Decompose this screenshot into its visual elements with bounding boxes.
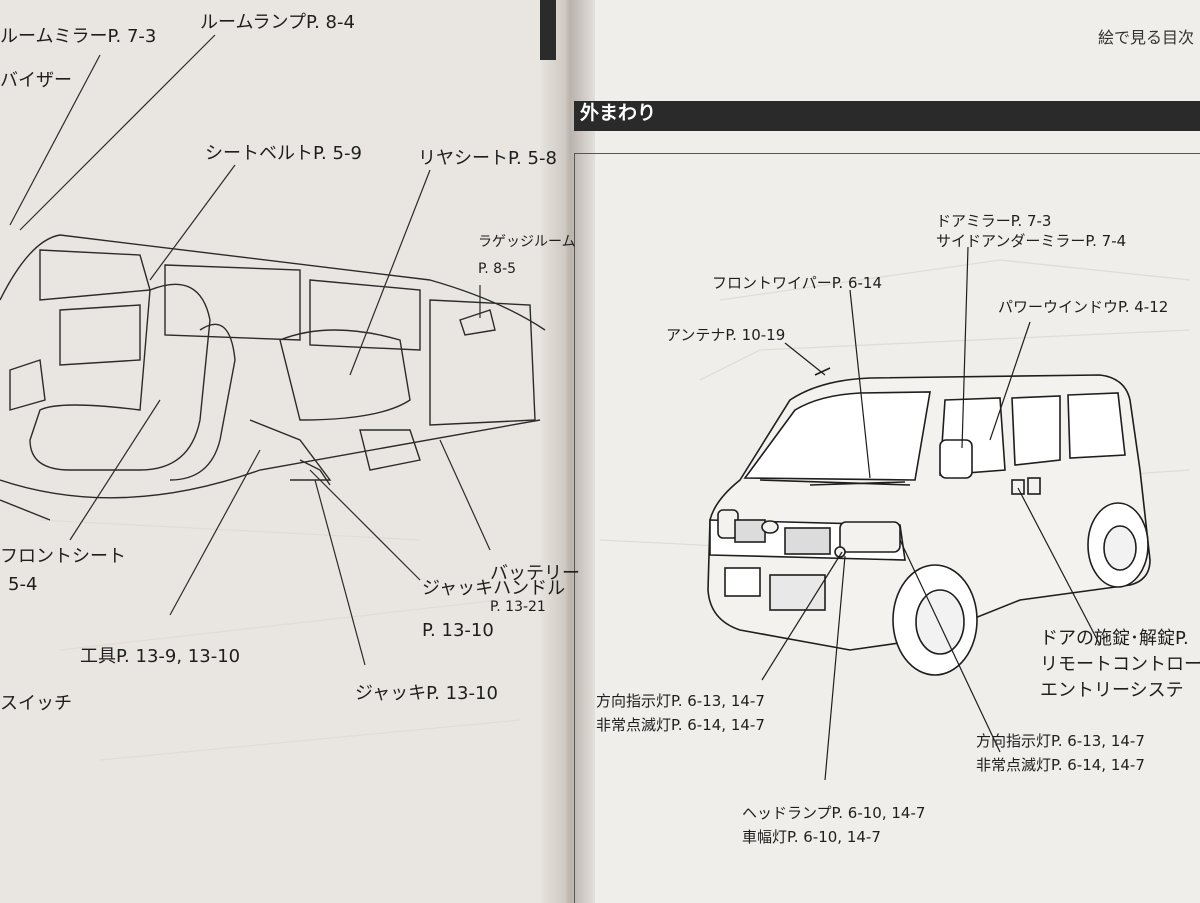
label-headlamp: ヘッドランプP. 6-10, 14-7 (742, 804, 926, 822)
left-leader-lines (9, 34, 491, 666)
right-leader-lines (761, 246, 1101, 781)
label-room-mirror: ルームミラーP. 7-3 (0, 26, 157, 47)
label-hazard-right: 非常点滅灯P. 6-14, 14-7 (976, 756, 1145, 774)
label-switch: スイッチ (0, 693, 72, 714)
van-illustration (707, 367, 1151, 676)
diagram-frame (574, 153, 1200, 903)
label-hazard-left: 非常点滅灯P. 6-14, 14-7 (596, 716, 765, 734)
label-entry-system: エントリーシステ (1040, 680, 1184, 701)
page-header: 絵で見る目次 (1098, 28, 1195, 47)
book-gutter (540, 0, 595, 903)
section-title: 外まわり (580, 102, 657, 124)
label-remote-control: リモートコントロー (1040, 654, 1200, 675)
label-turn-signal-left: 方向指示灯P. 6-13, 14-7 (596, 692, 765, 710)
left-page (0, 0, 560, 903)
label-battery: バッテリー (490, 563, 580, 584)
label-front-wiper: フロントワイパーP. 6-14 (712, 274, 882, 292)
label-jack: ジャッキP. 13-10 (355, 683, 498, 704)
label-front-seat-page: 5-4 (8, 574, 38, 595)
section-title-bar (574, 101, 1200, 131)
label-jack-handle: ジャッキハンドル (422, 578, 566, 599)
label-luggage: ラゲッジルーム (478, 234, 576, 250)
label-jack-handle-page: P. 13-10 (422, 620, 494, 641)
label-visor: バイザー (0, 70, 72, 91)
label-side-under-mirror: サイドアンダーミラーP. 7-4 (936, 232, 1127, 250)
label-luggage-page: P. 8-5 (478, 261, 517, 277)
label-power-window: パワーウインドウP. 4-12 (998, 298, 1169, 316)
label-side-lamp: 車幅灯P. 6-10, 14-7 (742, 828, 881, 846)
label-antenna: アンテナP. 10-19 (666, 326, 786, 344)
label-battery-page: P. 13-21 (490, 599, 546, 615)
label-door-lock: ドアの施錠･解錠P. (1040, 628, 1189, 649)
label-turn-signal-right: 方向指示灯P. 6-13, 14-7 (976, 732, 1145, 750)
page-edge-dark (540, 0, 556, 60)
label-room-lamp: ルームランプP. 8-4 (200, 12, 355, 33)
label-seat-belt: シートベルトP. 5-9 (205, 143, 362, 164)
label-tools: 工具P. 13-9, 13-10 (80, 646, 241, 667)
interior-illustration (0, 234, 546, 521)
label-front-seat: フロントシート (0, 546, 126, 567)
label-door-mirror: ドアミラーP. 7-3 (936, 212, 1052, 230)
label-rear-seat: リヤシートP. 5-8 (418, 148, 557, 169)
